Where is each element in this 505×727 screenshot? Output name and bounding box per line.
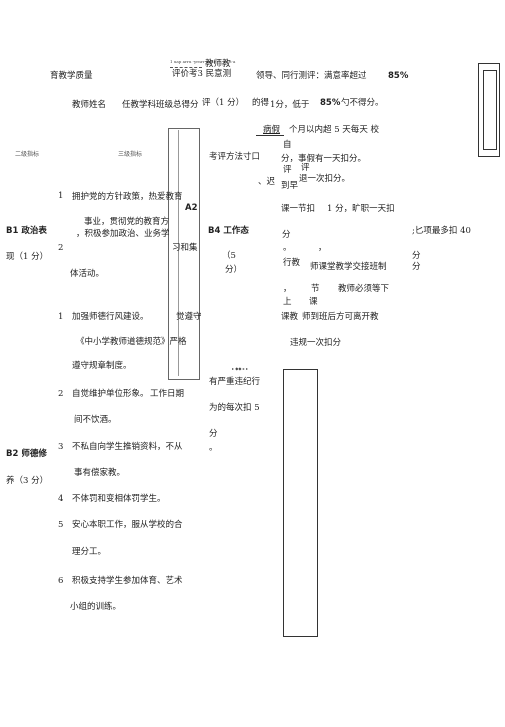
sick-leave: 病假 <box>263 125 281 135</box>
b2-2-text2: 间不饮酒。 <box>74 415 117 425</box>
header-title-line2: 评价考3 民意测 <box>172 69 232 79</box>
ke2: 课教 <box>281 312 299 322</box>
header-title-line1: 教师教 <box>205 59 231 69</box>
b1-label: B1 政治表 <box>6 226 47 236</box>
b2-5-text2: 理分工。 <box>72 547 107 557</box>
fen2: 分 <box>412 251 421 261</box>
fen1: 分 <box>282 230 291 240</box>
ping2: 评 <box>301 163 310 173</box>
jie3: 教师必须等下 <box>338 284 390 294</box>
right-margin-box <box>478 63 500 157</box>
b2-1-text: 加强师德行风建设。 <box>72 312 149 322</box>
b4-label: B4 工作态 <box>208 226 249 236</box>
header-col1: 育教学质量 <box>50 71 93 81</box>
a2-label: A2 <box>185 203 198 213</box>
score-rule3: 勺不得分。 <box>341 98 384 108</box>
b1-label2: 现（1 分） <box>6 252 49 262</box>
b4-score: （5 <box>222 251 236 261</box>
b1-1-text: 拥护党的方针政策，热爱教育 <box>72 192 183 202</box>
class-miss: 课一节扣 <box>281 204 316 214</box>
sick-leave-rest: 个月以内超 5 天每天 校 <box>289 125 380 135</box>
b2-5-text: 安心本职工作，服从学校的合 <box>72 520 183 530</box>
grade-column-box <box>168 128 200 380</box>
shang: 上 <box>283 297 292 307</box>
b2-1-side: 觉遵守 <box>176 312 202 322</box>
violation: 违规一次扣分 <box>290 338 342 348</box>
chi-label: 、迟 <box>258 177 276 187</box>
ping1: 评 <box>283 165 292 175</box>
score-rule: 的得 <box>252 98 270 108</box>
teacher-label: 教师姓名 <box>72 100 107 110</box>
header-col3: 领导、同行测评：满意率超过 <box>256 71 367 81</box>
grade1-label: 二级指标 <box>15 151 40 158</box>
leave-early: 退一次扣分。 <box>299 174 351 184</box>
b2-2-num: 2 <box>58 389 64 399</box>
score-label: 评（1 分） <box>202 98 245 108</box>
lower-right-box <box>283 369 318 637</box>
b1-2-text3: 体活动。 <box>70 269 105 279</box>
late-label: 到早 <box>281 181 299 191</box>
b2-6-text: 积极支持学生参加体育、艺术 <box>72 576 183 586</box>
ke3: 师到班后方可离开教 <box>302 312 379 322</box>
b2-3-text2: 事有偿家教。 <box>74 468 126 478</box>
fen3: 分 <box>412 262 421 272</box>
b1-2-num: 2 <box>58 243 64 253</box>
behavior1: 行教 <box>283 258 301 268</box>
b1-1-text2: 事业，贯彻党的教育方 <box>84 217 170 227</box>
jie2: 节 <box>311 284 320 294</box>
ke: 课 <box>309 297 318 307</box>
small-mark: ▸ ◆◆ ▸ ▸ <box>232 366 248 371</box>
class-miss2: 1 分，旷职一天扣 <box>327 204 395 214</box>
score-pct: 85% <box>320 98 341 108</box>
dot2: ， <box>318 243 327 253</box>
jie: ， <box>283 284 292 294</box>
b2-2-side: 工作日期 <box>150 389 185 399</box>
b2-3-text: 不私自向学生推销资料，不从 <box>72 442 183 452</box>
b1-2-side: 习和集 <box>172 243 198 253</box>
item-limit: ;匕项最多扣 40 <box>412 226 471 236</box>
grade-column-line <box>178 130 179 376</box>
header-tiny-note: 1 uap arru -yrnrr·ngur. ___ __ t·a <box>170 59 236 64</box>
b2-1-num: 1 <box>58 312 64 322</box>
b2-6-text2: 小组的训练。 <box>70 602 122 612</box>
header-rule <box>170 67 202 69</box>
b2-5-num: 5 <box>58 520 64 530</box>
score-rule2: 1分，低于 <box>270 100 310 110</box>
b1-2-text: ，积极参加政治、业务学 <box>76 229 170 239</box>
zi-label: 自 <box>283 140 292 150</box>
b1-1-num: 1 <box>58 191 64 201</box>
b2-2-text: 自觉维护单位形象。 <box>72 389 149 399</box>
behavior2: 师课堂教学交接班制 <box>310 262 387 272</box>
right-margin-box-inner <box>483 70 497 150</box>
method-label: 考评方法寸口 <box>209 152 261 162</box>
b2-1-text3: 遵守规章制度。 <box>72 361 132 371</box>
dot1: 。 <box>283 243 292 253</box>
b4-score2: 分） <box>225 265 243 275</box>
serious4: 。 <box>209 443 218 453</box>
b2-4-text: 不体罚和变相体罚学生。 <box>72 494 166 504</box>
serious2: 为的每次扣 5 <box>209 403 260 413</box>
b2-1-text2: 《中小学教师道德规范》严格 <box>76 337 187 347</box>
grade2-label: 三级指标 <box>118 151 143 158</box>
b2-4-num: 4 <box>58 494 64 504</box>
serious: 有严重违纪行 <box>209 377 261 387</box>
serious3: 分 <box>209 429 218 439</box>
deduct-half: 分，事假有一天扣分。 <box>281 154 367 164</box>
header-col3-pct: 85% <box>388 71 409 81</box>
sick-leave-rule <box>256 135 284 136</box>
b2-label: B2 师德修 <box>6 449 47 459</box>
b2-3-num: 3 <box>58 442 64 452</box>
b2-6-num: 6 <box>58 576 64 586</box>
teacher-value: 任教学科班级总得分 <box>122 100 199 110</box>
b2-label2: 养（3 分） <box>6 476 49 486</box>
